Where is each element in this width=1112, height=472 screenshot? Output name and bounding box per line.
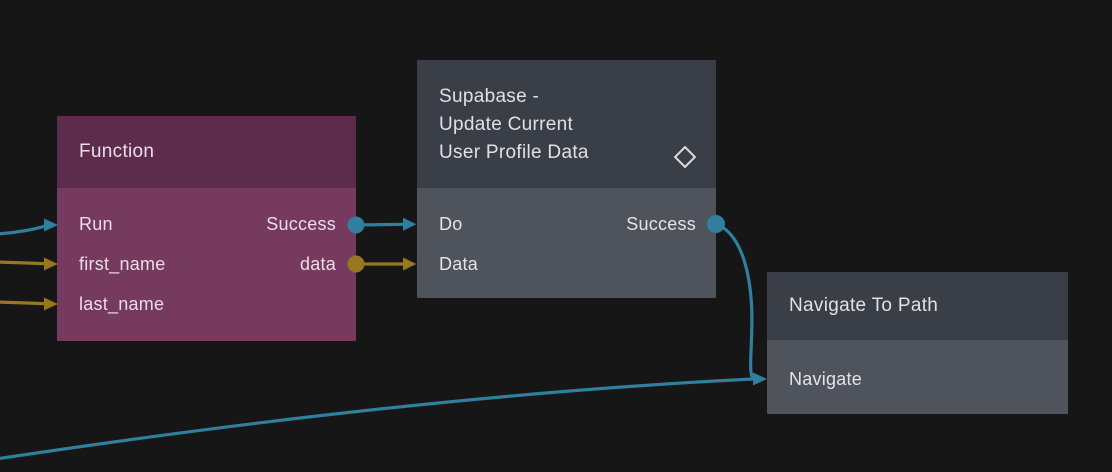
input-port-data[interactable]: Data <box>439 253 479 274</box>
node-supabase-title: Supabase - Update Current User Profile D… <box>417 60 589 167</box>
arrowhead-function-last-name <box>44 297 58 311</box>
diamond-icon <box>673 145 697 169</box>
output-dot-supabase-success[interactable] <box>707 215 725 233</box>
arrowhead-supabase-do <box>403 217 417 231</box>
port-row: Do Success <box>417 204 716 244</box>
arrowhead-function-run <box>44 218 58 232</box>
node-navigate-body: Navigate <box>767 340 1068 399</box>
node-navigate-to-path[interactable]: Navigate To Path Navigate <box>767 272 1068 414</box>
arrowhead-function-first-name <box>44 257 58 271</box>
port-row: Run Success <box>57 204 356 244</box>
edge-offscreen-to-navigate[interactable] <box>0 377 755 461</box>
input-port-run[interactable]: Run <box>79 213 113 234</box>
node-function[interactable]: Function Run Success first_name data las… <box>57 116 356 341</box>
output-port-success[interactable]: Success <box>266 213 336 234</box>
node-function-header[interactable]: Function <box>57 116 356 188</box>
title-line: Update Current <box>439 114 574 135</box>
edge-into-function-first-name[interactable] <box>0 260 47 266</box>
node-supabase-header[interactable]: Supabase - Update Current User Profile D… <box>417 60 716 188</box>
node-supabase-body: Do Success Data <box>417 188 716 284</box>
input-port-do[interactable]: Do <box>439 213 463 234</box>
input-port-first-name[interactable]: first_name <box>79 253 166 274</box>
output-port-success[interactable]: Success <box>626 213 696 234</box>
edge-into-function-last-name[interactable] <box>0 300 47 306</box>
input-port-last-name[interactable]: last_name <box>79 293 165 314</box>
node-supabase-update-current-user-profile-data[interactable]: Supabase - Update Current User Profile D… <box>417 60 716 298</box>
arrowhead-supabase-data <box>403 257 417 271</box>
edge-supabase-success-to-navigate[interactable] <box>714 222 755 381</box>
node-function-body: Run Success first_name data last_name <box>57 188 356 324</box>
title-line: User Profile Data <box>439 142 589 163</box>
input-port-navigate[interactable]: Navigate <box>789 368 863 389</box>
output-dot-function-success[interactable] <box>347 216 365 234</box>
port-row: Navigate <box>767 359 1068 399</box>
node-function-title: Function <box>79 141 155 162</box>
port-row: last_name <box>57 284 356 324</box>
output-port-data[interactable]: data <box>299 253 336 274</box>
port-row: Data <box>417 244 716 284</box>
output-dot-function-data[interactable] <box>347 255 365 273</box>
edge-into-function-run[interactable] <box>0 224 47 236</box>
node-navigate-title: Navigate To Path <box>789 295 939 316</box>
title-line: Supabase - <box>439 86 540 107</box>
arrowhead-navigate <box>753 372 767 386</box>
port-row: first_name data <box>57 244 356 284</box>
node-navigate-header[interactable]: Navigate To Path <box>767 272 1068 340</box>
